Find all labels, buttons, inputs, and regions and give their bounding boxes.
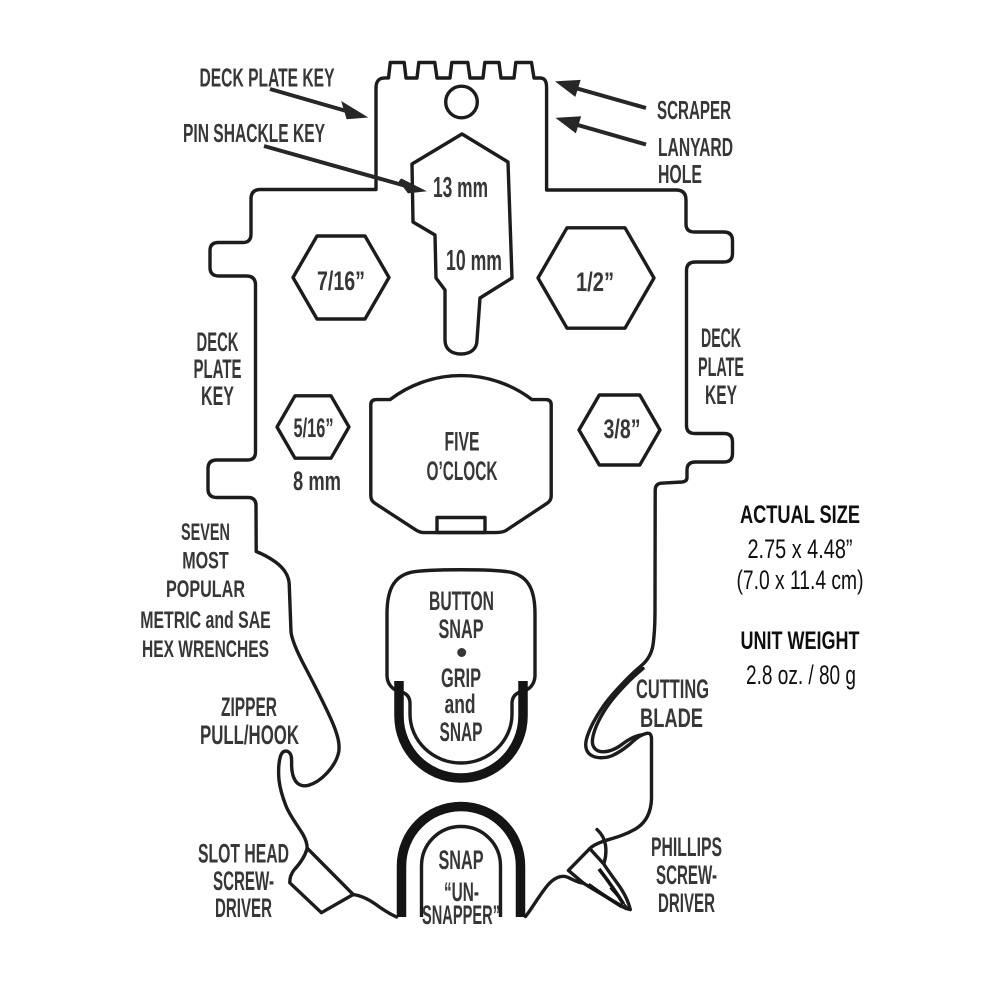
svg-text:UNIT WEIGHT: UNIT WEIGHT — [741, 627, 860, 655]
svg-text:SCRAPER: SCRAPER — [657, 95, 731, 125]
svg-text:“UN-: “UN- — [444, 877, 479, 907]
svg-text:GRIP: GRIP — [441, 663, 481, 693]
svg-text:and: and — [445, 689, 476, 719]
svg-text:DECK: DECK — [701, 323, 741, 353]
svg-text:SNAP: SNAP — [440, 717, 483, 747]
svg-text:DRIVER: DRIVER — [658, 888, 715, 918]
svg-text:SNAP: SNAP — [439, 614, 484, 644]
svg-text:DECK PLATE KEY: DECK PLATE KEY — [200, 63, 335, 93]
svg-text:SNAP: SNAP — [439, 845, 484, 875]
svg-text:10 mm: 10 mm — [446, 245, 502, 277]
svg-text:2.8 oz. / 80 g: 2.8 oz. / 80 g — [746, 660, 856, 690]
svg-text:(7.0 x 11.4 cm): (7.0 x 11.4 cm) — [737, 565, 864, 595]
svg-text:MOST: MOST — [182, 548, 229, 575]
svg-text:7/16”: 7/16” — [317, 266, 365, 296]
svg-text:SCREW-: SCREW- — [213, 866, 274, 896]
svg-text:HEX WRENCHES: HEX WRENCHES — [142, 636, 269, 663]
svg-text:SLOT HEAD: SLOT HEAD — [198, 839, 289, 869]
svg-text:SCREW-: SCREW- — [656, 860, 717, 890]
svg-text:O’CLOCK: O’CLOCK — [427, 456, 498, 486]
svg-text:KEY: KEY — [705, 380, 737, 410]
svg-text:PULL/HOOK: PULL/HOOK — [200, 720, 299, 750]
svg-text:5/16”: 5/16” — [294, 413, 334, 443]
svg-text:SEVEN: SEVEN — [181, 519, 230, 546]
svg-text:PHILLIPS: PHILLIPS — [651, 832, 722, 862]
svg-text:2.75 x 4.48”: 2.75 x 4.48” — [748, 534, 853, 564]
svg-text:ACTUAL SIZE: ACTUAL SIZE — [740, 501, 860, 529]
svg-text:8 mm: 8 mm — [293, 466, 341, 496]
svg-text:LANYARD: LANYARD — [658, 132, 733, 162]
svg-text:SNAPPER”: SNAPPER” — [422, 900, 500, 930]
svg-text:PIN SHACKLE KEY: PIN SHACKLE KEY — [183, 118, 325, 148]
svg-text:FIVE: FIVE — [445, 427, 480, 457]
svg-text:KEY: KEY — [201, 381, 234, 411]
svg-text:CUTTING: CUTTING — [636, 674, 709, 704]
svg-text:PLATE: PLATE — [698, 352, 744, 382]
svg-text:3/8”: 3/8” — [604, 414, 641, 444]
svg-text:BLADE: BLADE — [640, 703, 703, 733]
svg-text:ZIPPER: ZIPPER — [221, 692, 277, 722]
svg-text:BUTTON: BUTTON — [429, 586, 494, 616]
svg-text:DECK: DECK — [197, 327, 239, 357]
svg-text:1/2”: 1/2” — [576, 267, 614, 297]
svg-text:13 mm: 13 mm — [433, 172, 488, 204]
svg-text:POPULAR: POPULAR — [166, 576, 245, 603]
svg-text:METRIC and SAE: METRIC and SAE — [140, 607, 271, 634]
svg-text:PLATE: PLATE — [194, 354, 242, 384]
svg-text:DRIVER: DRIVER — [215, 893, 272, 923]
svg-text:HOLE: HOLE — [658, 159, 702, 189]
